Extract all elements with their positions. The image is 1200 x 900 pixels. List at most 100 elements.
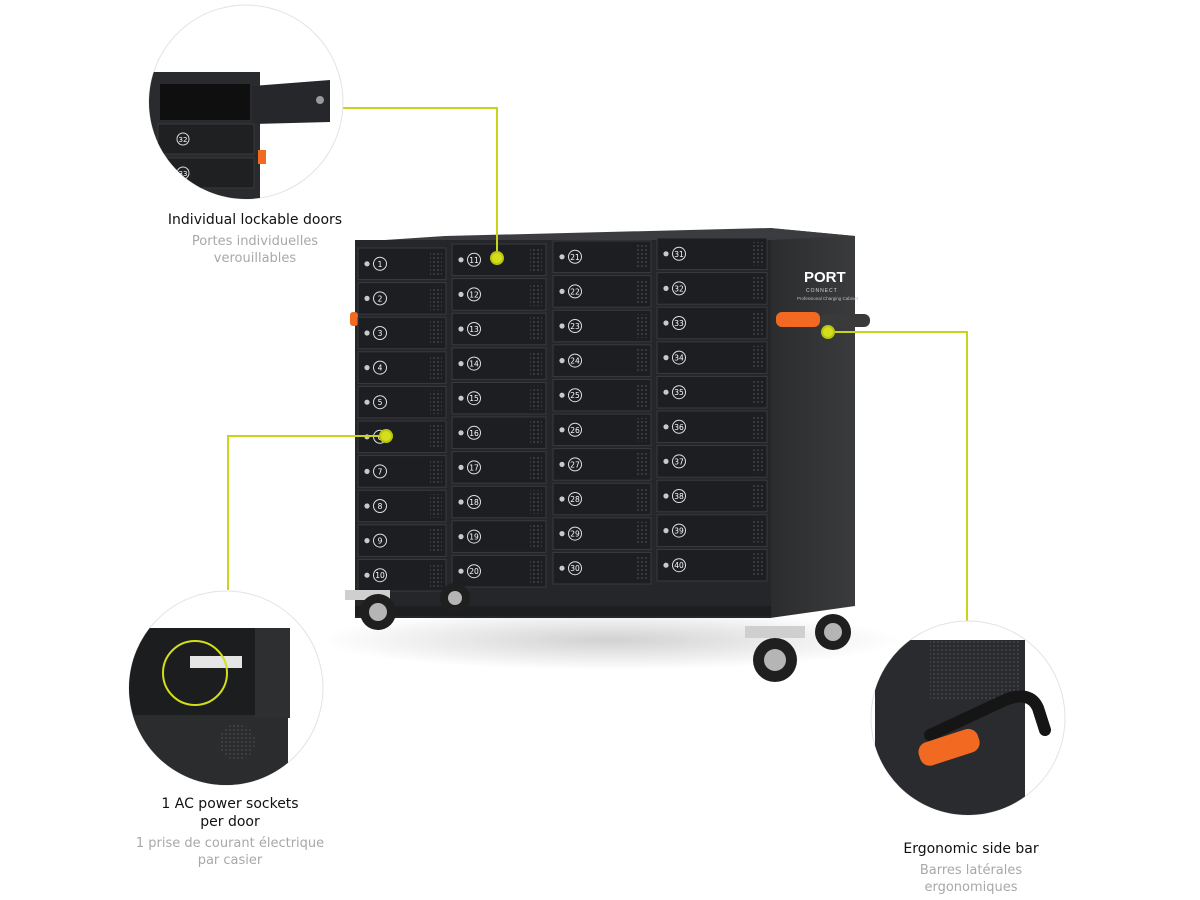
locker-number-ring — [672, 523, 686, 538]
locker-door[interactable]: 36 — [656, 410, 768, 444]
locker-door[interactable]: 31 — [656, 237, 768, 271]
locker-door[interactable]: 38 — [656, 479, 768, 513]
cabinet-side-panel — [770, 228, 855, 618]
locker-number: 18 — [469, 498, 479, 507]
locker-door[interactable]: 12 — [451, 278, 547, 311]
locker-door[interactable]: 10 — [357, 558, 447, 592]
locker-number-ring — [568, 457, 582, 472]
vent-grille — [635, 279, 647, 304]
lock-icon[interactable] — [663, 251, 669, 257]
lock-icon[interactable] — [559, 358, 565, 364]
locker-number: 9 — [378, 537, 383, 546]
lock-icon[interactable] — [364, 503, 370, 509]
lock-icon[interactable] — [559, 461, 565, 467]
lock-icon[interactable] — [663, 355, 669, 361]
lock-icon[interactable] — [663, 562, 669, 568]
caster-front-left[interactable] — [345, 590, 396, 630]
caster-rear-right[interactable] — [815, 614, 851, 650]
lock-icon[interactable] — [559, 392, 565, 398]
locker-door[interactable]: 35 — [656, 375, 768, 409]
lock-icon[interactable] — [663, 458, 669, 464]
lock-icon[interactable] — [458, 395, 464, 401]
lock-icon[interactable] — [364, 261, 370, 267]
locker-number-ring — [568, 492, 582, 506]
locker-number-ring — [373, 568, 387, 583]
locker-door[interactable]: 37 — [656, 445, 768, 478]
locker-door[interactable]: 27 — [552, 448, 652, 481]
lock-icon[interactable] — [559, 288, 565, 294]
lock-icon[interactable] — [458, 291, 464, 297]
lock-icon[interactable] — [663, 424, 669, 430]
locker-door[interactable]: 4 — [357, 351, 447, 384]
locker-door[interactable]: 24 — [552, 344, 652, 377]
locker-number: 19 — [469, 533, 479, 542]
lock-icon[interactable] — [364, 295, 370, 301]
locker-door[interactable]: 22 — [552, 275, 652, 308]
lock-icon[interactable] — [559, 565, 565, 571]
locker-door[interactable]: 15 — [451, 381, 547, 415]
lock-icon[interactable] — [663, 285, 669, 291]
locker-door[interactable]: 1 — [357, 247, 447, 281]
caster-rear-left[interactable] — [440, 583, 470, 613]
lock-icon[interactable] — [364, 538, 370, 544]
locker-door[interactable]: 7 — [357, 455, 447, 488]
locker-door[interactable]: 19 — [451, 520, 547, 553]
locker-number: 12 — [469, 290, 479, 299]
side-bar-handle[interactable] — [350, 312, 870, 327]
lock-icon[interactable] — [559, 531, 565, 537]
lock-icon[interactable] — [458, 257, 464, 263]
lock-icon[interactable] — [663, 493, 669, 499]
lock-icon[interactable] — [364, 399, 370, 405]
locker-door-grid: 1234567891011121314151617181920212223242… — [357, 237, 768, 592]
locker-door[interactable]: 39 — [656, 514, 768, 547]
vent-grille — [751, 242, 763, 266]
locker-door[interactable]: 20 — [451, 554, 547, 588]
lock-icon[interactable] — [559, 427, 565, 433]
locker-door[interactable]: 23 — [552, 309, 652, 343]
lock-icon[interactable] — [364, 468, 370, 474]
lock-icon[interactable] — [458, 430, 464, 436]
locker-door[interactable]: 32 — [656, 272, 768, 305]
lock-icon[interactable] — [458, 534, 464, 540]
vent-grille — [751, 415, 763, 439]
caption-en: Individual lockable doors — [167, 212, 343, 228]
locker-door[interactable]: 25 — [552, 378, 652, 412]
lock-icon[interactable] — [458, 464, 464, 470]
lock-icon[interactable] — [364, 365, 370, 371]
locker-door[interactable]: 13 — [451, 312, 547, 346]
caster-front-right[interactable] — [745, 626, 805, 682]
locker-door[interactable]: 14 — [451, 347, 547, 380]
lock-icon[interactable] — [663, 389, 669, 395]
locker-door[interactable]: 30 — [552, 551, 652, 585]
locker-door[interactable]: 8 — [357, 489, 447, 523]
locker-number-ring — [672, 316, 686, 330]
lock-icon[interactable] — [458, 499, 464, 505]
locker-door[interactable]: 18 — [451, 485, 547, 519]
locker-door[interactable]: 33 — [656, 306, 768, 340]
lock-icon[interactable] — [458, 568, 464, 574]
lock-icon[interactable] — [458, 361, 464, 367]
lock-icon[interactable] — [364, 572, 370, 578]
locker-door[interactable]: 26 — [552, 413, 652, 447]
lock-icon[interactable] — [663, 528, 669, 534]
lock-icon[interactable] — [364, 330, 370, 336]
locker-door[interactable]: 28 — [552, 482, 652, 516]
locker-door[interactable]: 40 — [656, 548, 768, 582]
locker-door[interactable]: 34 — [656, 341, 768, 374]
lock-icon[interactable] — [559, 254, 565, 260]
lock-icon[interactable] — [559, 323, 565, 329]
lock-icon[interactable] — [458, 326, 464, 332]
locker-door[interactable]: 17 — [451, 451, 547, 484]
vent-grille — [635, 487, 647, 511]
lock-icon[interactable] — [559, 496, 565, 502]
locker-door[interactable]: 3 — [357, 316, 447, 350]
locker-door[interactable]: 9 — [357, 524, 447, 557]
locker-door[interactable]: 29 — [552, 517, 652, 550]
locker-door[interactable]: 21 — [552, 240, 652, 274]
locker-door[interactable]: 2 — [357, 282, 447, 315]
locker-door[interactable]: 5 — [357, 385, 447, 419]
lock-icon[interactable] — [663, 320, 669, 326]
locker-door[interactable]: 16 — [451, 416, 547, 450]
vent-grille — [751, 345, 763, 370]
